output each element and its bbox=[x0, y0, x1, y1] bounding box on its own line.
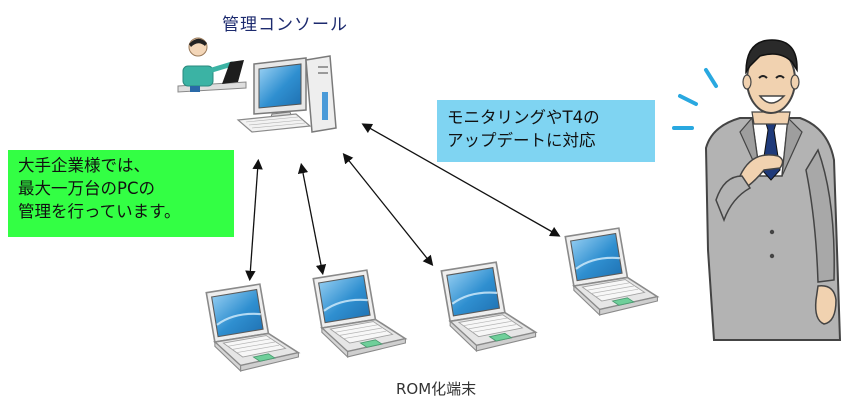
double-arrow-icon bbox=[361, 123, 561, 237]
green-callout-line: 管理を行っています。 bbox=[18, 202, 181, 221]
green-callout: 大手企業様では、 最大一万台のPCの 管理を行っています。 bbox=[8, 150, 234, 237]
desktop-pc-icon bbox=[236, 55, 337, 133]
blue-callout-line: アップデートに対応 bbox=[447, 131, 596, 150]
double-arrow-icon bbox=[297, 162, 327, 276]
blue-callout-line: モニタリングやT4の bbox=[447, 108, 600, 127]
green-callout-line: 最大一万台のPCの bbox=[18, 179, 155, 198]
rom-endpoints-label: ROM化端末 bbox=[396, 380, 477, 398]
double-arrow-icon bbox=[342, 152, 434, 267]
laptop-icon bbox=[564, 227, 659, 316]
blue-callout: モニタリングやT4の アップデートに対応 bbox=[437, 100, 655, 162]
admin-person-icon bbox=[177, 37, 247, 93]
businessman-icon bbox=[704, 39, 842, 341]
console-title: 管理コンソール bbox=[222, 15, 348, 35]
laptop-icon bbox=[205, 283, 300, 372]
exclamation-lines bbox=[672, 68, 718, 130]
laptop-icon bbox=[312, 269, 407, 358]
connection-arrows bbox=[245, 123, 561, 282]
laptop-icon bbox=[440, 261, 537, 352]
double-arrow-icon bbox=[245, 158, 263, 282]
green-callout-line: 大手企業様では、 bbox=[18, 156, 150, 175]
